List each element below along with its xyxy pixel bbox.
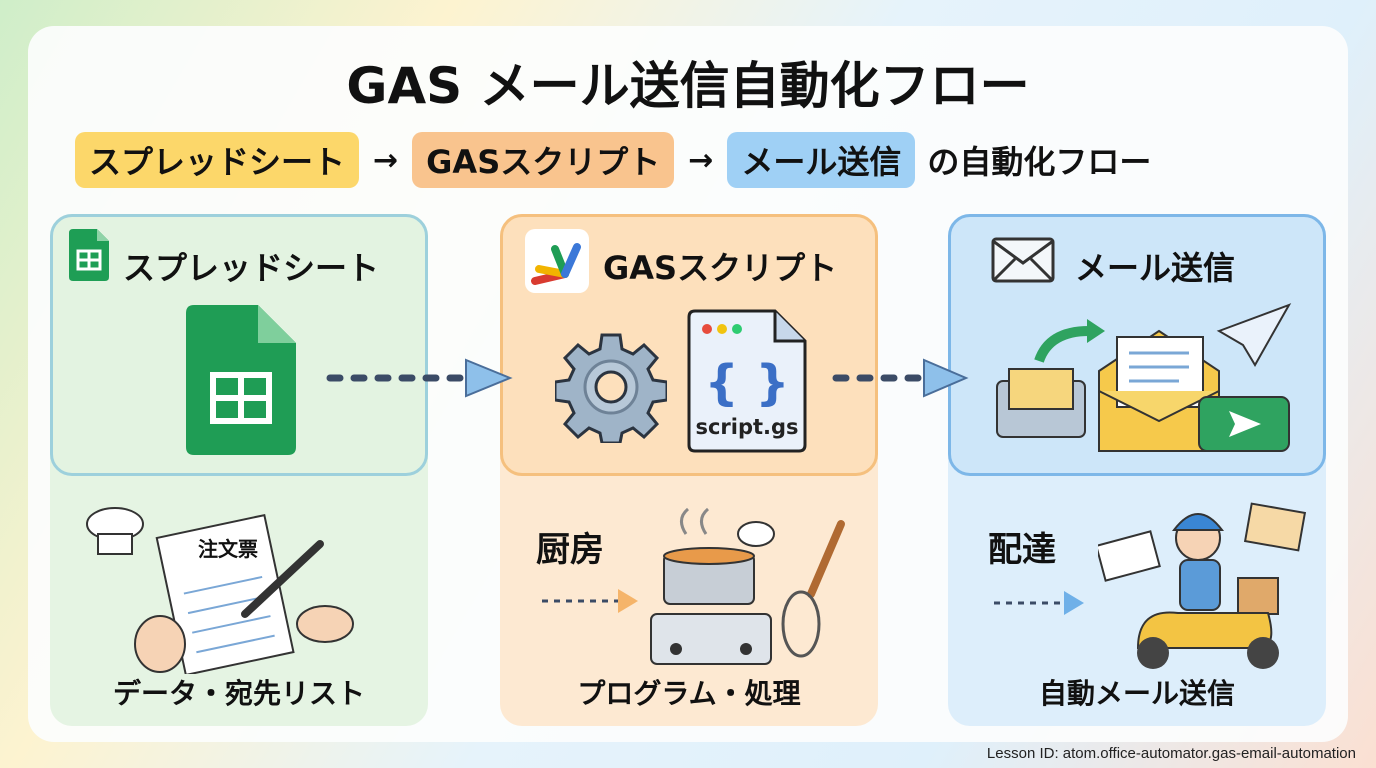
gear-icon [555,333,667,443]
google-sheets-icon [69,229,109,281]
cooking-pot-illustration [650,507,845,665]
step-pill-mail: メール送信 [727,132,916,188]
step-pill-spreadsheet: スプレッドシート [75,132,360,188]
svg-text:{ }: { } [704,355,789,411]
lesson-id: Lesson ID: atom.office-automator.gas-ema… [986,745,1356,762]
subtitle-flow: スプレッドシート → GASスクリプト → メール送信 の自動化フロー [75,132,1151,188]
column-heading: GASスクリプト [603,249,838,287]
page-title: GAS メール送信自動化フロー [346,57,1030,115]
delivery-scooter-illustration [1098,502,1307,669]
column-caption: データ・宛先リスト [112,677,365,710]
dotted-arrow-small [542,589,638,613]
step-pill-gas: GASスクリプト [412,132,675,188]
file-label: script.gs [695,415,799,439]
column-gas: GASスクリプト { } script.gs 厨房 プログラム・処理 [500,214,878,726]
column-caption: 自動メール送信 [1038,677,1235,710]
apps-script-icon [525,229,589,293]
column-heading: メール送信 [1075,249,1236,287]
dotted-arrow-small [994,591,1084,615]
arrow: → [373,142,399,178]
order-form-illustration: 注文票 [86,507,354,674]
column-spreadsheet: スプレッドシート 注文票 データ・宛先リスト [50,214,428,726]
mail-card: メール送信 [948,214,1326,476]
column-mail: メール送信 配達 自動メール送信 [948,214,1326,726]
mail-send-illustration [996,303,1292,452]
illustration-label: 注文票 [198,537,258,561]
arrow: → [688,142,714,178]
script-file-icon: { } script.gs [687,309,807,453]
flow-arrow-1 [326,358,513,398]
envelope-icon [991,237,1055,283]
column-caption: プログラム・処理 [577,677,801,710]
illustration-label: 配達 [988,530,1056,570]
subtitle-suffix: の自動化フロー [927,143,1152,181]
column-heading: スプレッドシート [123,249,380,287]
gas-card: GASスクリプト { } script.gs [500,214,878,476]
spreadsheet-card: スプレッドシート [50,214,428,476]
spreadsheet-file-icon [186,305,296,455]
flow-arrow-2 [832,358,969,398]
illustration-label: 厨房 [536,530,604,570]
